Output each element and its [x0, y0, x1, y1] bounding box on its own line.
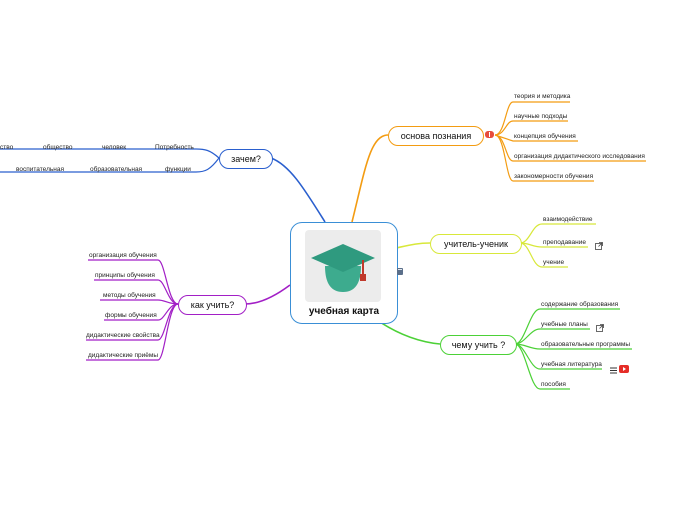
list-item-uchitel-0[interactable]: взаимодействие	[543, 216, 593, 223]
branch-zachem[interactable]: зачем?	[219, 149, 273, 169]
info-icon[interactable]	[485, 131, 494, 138]
external-link-icon[interactable]	[596, 319, 604, 337]
connector-zachem	[270, 157, 326, 223]
list-item-chemu-3[interactable]: учебная литература	[541, 361, 602, 368]
list-item-osnova-0[interactable]: теория и методика	[514, 93, 571, 100]
list-item-kak-4[interactable]: дидактические свойства	[86, 332, 160, 339]
list-item-kak-0[interactable]: организация обучения	[89, 252, 157, 259]
connector-chemu	[379, 321, 441, 345]
list-item-chemu-0[interactable]: содержание образования	[541, 301, 619, 308]
external-link-icon[interactable]	[595, 237, 603, 255]
list-item-uchitel-2[interactable]: учение	[543, 259, 565, 266]
list-item-kak-1[interactable]: принципы обучения	[95, 272, 155, 279]
list-item-osnova-4[interactable]: закономерности обучения	[514, 173, 594, 180]
branch-kak[interactable]: как учить?	[178, 295, 247, 315]
branch-zachem-label: зачем?	[231, 154, 261, 164]
list-item-kak-5[interactable]: дидактические приёмы	[88, 352, 159, 359]
list-item-chemu-4[interactable]: пособия	[541, 381, 566, 388]
graduation-cap-icon	[305, 230, 381, 302]
video-icon[interactable]	[619, 360, 629, 378]
notes-icon[interactable]	[610, 361, 617, 379]
list-item-chemu-2[interactable]: образовательные программы	[541, 341, 630, 348]
connector-uchitel	[395, 242, 431, 249]
list-item-zachem-row1-0[interactable]: Потребность	[155, 144, 194, 151]
list-item-kak-2[interactable]: методы обучения	[103, 292, 156, 299]
list-item-osnova-3[interactable]: организация дидактического исследования	[514, 153, 645, 160]
list-item-uchitel-1[interactable]: преподавание	[543, 239, 586, 246]
list-item-zachem-row1-1[interactable]: человек	[102, 144, 127, 151]
list-item-zachem-row1-3[interactable]: ство	[0, 144, 14, 151]
branch-uchitel[interactable]: учитель-ученик	[430, 234, 522, 254]
list-item-zachem-row2-0[interactable]: функции	[165, 166, 191, 173]
central-node[interactable]: учебная карта	[290, 222, 398, 324]
list-item-osnova-1[interactable]: научные подходы	[514, 113, 568, 120]
branch-chemu-label: чему учить ?	[451, 340, 506, 350]
list-item-zachem-row2-2[interactable]: воспитательная	[16, 166, 64, 173]
connector-osnova	[351, 134, 389, 223]
branch-kak-label: как учить?	[190, 300, 235, 310]
branch-osnova-label: основа познания	[400, 131, 472, 141]
central-title: учебная карта	[308, 306, 380, 317]
branch-chemu[interactable]: чему учить ?	[440, 335, 517, 355]
connector-kak	[244, 284, 291, 305]
list-item-zachem-row2-1[interactable]: образовательная	[90, 166, 143, 173]
list-item-chemu-1[interactable]: учебные планы	[541, 321, 588, 328]
book-icon[interactable]	[397, 268, 403, 275]
branch-uchitel-label: учитель-ученик	[443, 239, 508, 249]
list-item-zachem-row1-2[interactable]: общество	[43, 144, 73, 151]
list-item-osnova-2[interactable]: концепция обучения	[514, 133, 576, 140]
list-item-kak-3[interactable]: формы обучения	[105, 312, 157, 319]
branch-osnova[interactable]: основа познания	[388, 126, 484, 146]
